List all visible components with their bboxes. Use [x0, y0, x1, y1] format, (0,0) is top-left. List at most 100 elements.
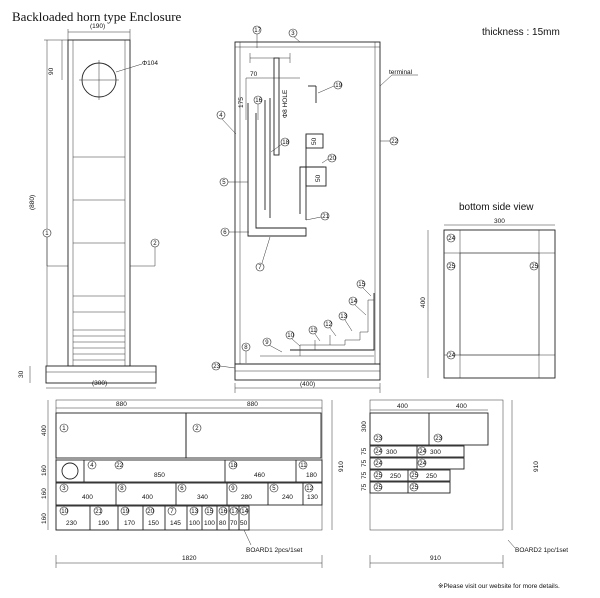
thickness-note: thickness : 15mm: [482, 27, 560, 38]
callout-7: 7: [258, 265, 262, 271]
side-outer-box: [234, 41, 381, 365]
b2-dim-300v: 300: [361, 421, 368, 432]
drawing-title: Backloaded horn type Enclosure: [12, 9, 182, 24]
callout-11: 11: [310, 328, 317, 334]
callout-17: 17: [254, 28, 261, 34]
callout-5: 5: [222, 180, 226, 186]
b2-dim-75c: 75: [361, 471, 368, 479]
callout-9: 9: [265, 340, 269, 346]
b1-part-22: 22: [116, 463, 123, 469]
callout-20: 20: [329, 156, 336, 162]
b2-part-24c: 24: [375, 461, 382, 467]
callout-8: 8: [244, 345, 248, 351]
b2-total-height: 910: [533, 461, 540, 472]
hole-diameter-label: Φ104: [142, 60, 158, 67]
b1-part-20: 20: [147, 509, 154, 515]
b1-part-18: 18: [230, 463, 237, 469]
b2-part-25c: 25: [375, 485, 382, 491]
b2-part-25b: 25: [411, 473, 418, 479]
bottom-part-25-right: 25: [531, 264, 538, 270]
bottom-part-24-bottom: 24: [448, 353, 455, 359]
callout-21: 21: [322, 214, 329, 220]
b1-w230: 230: [66, 520, 77, 527]
b2-dim-400b: 400: [456, 403, 467, 410]
callout-16: 16: [255, 98, 262, 104]
b1-part-2: 2: [195, 426, 199, 432]
b2-part-24a: 24: [375, 449, 382, 455]
b1-part-12: 12: [306, 486, 313, 492]
b1-total-height: 910: [338, 461, 345, 472]
b1-w340: 340: [197, 494, 208, 501]
front-height-dim: (880): [29, 195, 36, 210]
side-dim-70: 70: [250, 71, 258, 78]
hole-note: Φ8 HOLE: [282, 89, 289, 118]
callout-19: 19: [335, 83, 342, 89]
callout-22: 22: [391, 139, 398, 145]
side-view: 70 17 5 Φ8 HOLE 50 50 (400) terminal 3 4 …: [211, 25, 418, 393]
b1-w240: 240: [282, 494, 293, 501]
bottom-view: bottom side view 300 400 24 24 25 25: [420, 202, 556, 379]
b1-dim-880b: 880: [247, 401, 258, 408]
side-depth-dim: (400): [300, 381, 315, 388]
callout-10: 10: [287, 333, 294, 339]
b2-part-25d: 25: [411, 485, 418, 491]
b1-row4-height: 160: [41, 513, 48, 524]
b1-w460: 460: [254, 472, 265, 479]
b1-w400b: 400: [142, 494, 153, 501]
b1-part-1: 1: [62, 426, 66, 432]
callout-23: 23: [213, 364, 220, 370]
b1-w100a: 100: [189, 520, 200, 527]
callout-14: 14: [350, 299, 357, 305]
b2-part-23b: 23: [435, 436, 442, 442]
b1-part-6: 6: [180, 486, 184, 492]
b2-w300b: 300: [430, 449, 441, 456]
b1-part-8: 8: [120, 486, 124, 492]
bottom-width-dim: 300: [494, 218, 505, 225]
footer-note: ※Please visit our website for more detai…: [438, 583, 560, 590]
b2-part-25a: 25: [375, 473, 382, 479]
board2-layout: 400 400 23 23 300 24 300 24 300 75 24 24…: [361, 399, 568, 568]
b1-w850: 850: [154, 472, 165, 479]
callout-12: 12: [325, 322, 332, 328]
b1-w190: 190: [98, 520, 109, 527]
bottom-part-24-top: 24: [448, 236, 455, 242]
b1-part-17: 17: [231, 509, 238, 515]
b1-part-21: 21: [95, 509, 102, 515]
base-width-dim: (300): [92, 380, 107, 387]
b2-dim-75a: 75: [361, 447, 368, 455]
terminal-label: terminal: [389, 69, 413, 76]
side-dim-50a: 50: [311, 137, 318, 145]
base-plate: [45, 365, 157, 384]
bottom-part-25-left: 25: [448, 264, 455, 270]
b1-row2-height: 160: [41, 465, 48, 476]
b2-part-24b: 24: [419, 449, 426, 455]
b1-part-13: 13: [191, 509, 198, 515]
b1-total-width: 1820: [182, 555, 197, 562]
b1-dim-880a: 880: [116, 401, 127, 408]
b1-part-5: 5: [272, 486, 276, 492]
b1-w130: 130: [307, 494, 318, 501]
bottom-view-title: bottom side view: [459, 202, 534, 213]
b2-w250a: 250: [390, 473, 401, 480]
b1-part-16: 16: [220, 509, 227, 515]
horn-lower-u: [247, 103, 307, 237]
front-part-1: 1: [45, 231, 49, 237]
b2-dim-400a: 400: [397, 403, 408, 410]
foot-height-dim: 30: [18, 370, 25, 378]
b2-w300a: 300: [386, 449, 397, 456]
b1-part-4: 4: [90, 463, 94, 469]
b2-part-23a: 23: [375, 436, 382, 442]
front-width-dim: (190): [90, 23, 105, 30]
board2-outline: [369, 399, 504, 531]
b1-part-3: 3: [62, 486, 66, 492]
callout-13: 13: [340, 314, 347, 320]
front-view: (190) (880) 90 Φ104 30 (300) 1 2: [18, 23, 160, 389]
side-dim-50b: 50: [315, 174, 322, 182]
b1-w180: 180: [306, 472, 317, 479]
side-part-callouts: 3 4 5 6 7 8 9 10 11 12 13 14 15 16 17 18…: [211, 25, 399, 371]
b1-w400a: 400: [82, 494, 93, 501]
callout-6: 6: [223, 230, 227, 236]
b1-w145: 145: [170, 520, 181, 527]
b2-dim-75d: 75: [361, 483, 368, 491]
front-part-2: 2: [153, 241, 157, 247]
